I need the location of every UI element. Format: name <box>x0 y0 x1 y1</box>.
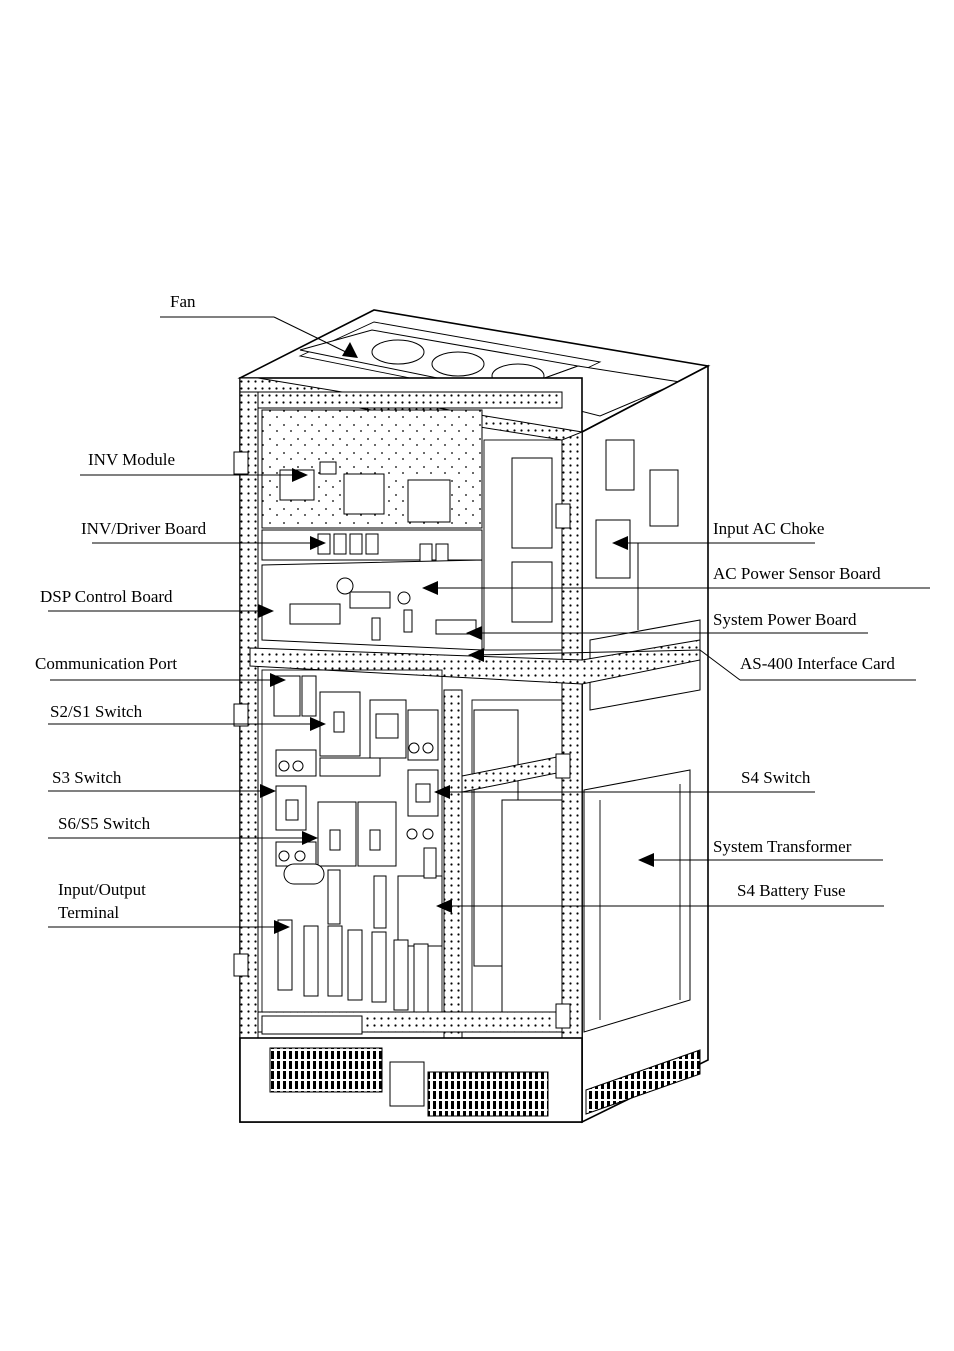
inv-driver-arrow <box>310 536 326 550</box>
hinge <box>555 1003 571 1029</box>
hinge <box>233 451 249 475</box>
label-input-output: Input/Output <box>58 880 146 899</box>
label-s4-battery-fuse: S4 Battery Fuse <box>737 881 846 900</box>
label-system-power-board: System Power Board <box>713 610 857 629</box>
label-s2-s1-switch: S2/S1 Switch <box>50 702 143 721</box>
middle-shelf <box>249 639 701 685</box>
io-terminal-arrow <box>274 920 290 934</box>
label-communication-port: Communication Port <box>35 654 177 673</box>
label-inv-module: INV Module <box>88 450 175 469</box>
inv-module-arrow <box>292 468 308 482</box>
as400-arrow <box>468 648 484 662</box>
hinge <box>233 953 249 977</box>
label-system-transformer: System Transformer <box>713 837 852 856</box>
s4-switch-arrow <box>434 785 450 799</box>
fan-arrow <box>342 342 358 358</box>
ac-power-sensor-arrow <box>422 581 438 595</box>
s3-arrow <box>260 784 276 798</box>
label-fan: Fan <box>170 292 196 311</box>
s4-battery-fuse <box>397 875 443 947</box>
cabinet-drawing <box>233 309 711 1124</box>
label-ac-power-sensor-board: AC Power Sensor Board <box>713 564 881 583</box>
label-input-ac-choke: Input AC Choke <box>713 519 824 538</box>
label-as400-interface-card: AS-400 Interface Card <box>740 654 895 673</box>
hinge <box>555 503 571 529</box>
input-ac-choke-arrow <box>612 536 628 550</box>
s4-battery-fuse-arrow <box>436 899 452 913</box>
input-output-terminals <box>277 869 429 1015</box>
label-s4-switch: S4 Switch <box>741 768 811 787</box>
label-s6-s5-switch: S6/S5 Switch <box>58 814 151 833</box>
s6-s5-arrow <box>302 831 318 845</box>
label-terminal: Terminal <box>58 903 119 922</box>
label-dsp-control-board: DSP Control Board <box>40 587 173 606</box>
leader-lines <box>48 316 930 934</box>
s3-switch <box>275 785 307 831</box>
hinge <box>555 753 571 779</box>
communication-port-arrow <box>270 673 286 687</box>
s2-s1-arrow <box>310 717 326 731</box>
label-inv-driver-board: INV/Driver Board <box>81 519 207 538</box>
callout-labels: Fan INV Module INV/Driver Board DSP Cont… <box>35 292 895 922</box>
system-transformer-arrow <box>638 853 654 867</box>
label-s3-switch: S3 Switch <box>52 768 122 787</box>
system-power-board-arrow <box>466 626 482 640</box>
hinge <box>233 703 249 727</box>
dsp-control-arrow <box>258 604 274 618</box>
